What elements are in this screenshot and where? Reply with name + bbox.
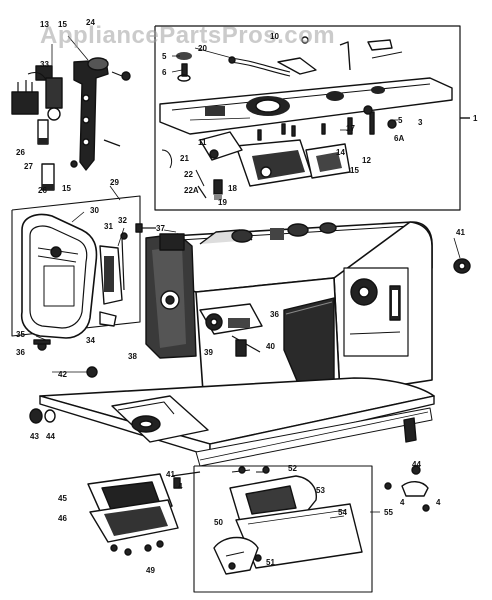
callout-34: 34 bbox=[86, 336, 95, 345]
callout-10: 10 bbox=[270, 32, 279, 41]
callout-12: 12 bbox=[362, 156, 371, 165]
loose-parts-top-left bbox=[11, 57, 131, 191]
callout-44-right: 44 bbox=[412, 460, 421, 469]
callout-14: 14 bbox=[336, 148, 345, 157]
callout-45: 45 bbox=[58, 494, 67, 503]
callout-41-right: 41 bbox=[456, 228, 465, 237]
callout-4-bottom-far: 4 bbox=[436, 498, 441, 507]
callout-11: 11 bbox=[198, 138, 207, 147]
callout-52: 52 bbox=[288, 464, 297, 473]
machine-head-body bbox=[135, 221, 471, 407]
callout-26-top: 26 bbox=[16, 148, 25, 157]
callout-35: 35 bbox=[16, 330, 25, 339]
callout-15-top: 15 bbox=[58, 20, 67, 29]
machine-bed bbox=[39, 366, 435, 467]
top-assembly-bracket bbox=[154, 25, 461, 211]
callout-53: 53 bbox=[316, 486, 325, 495]
callout-24: 24 bbox=[86, 18, 95, 27]
callout-30: 30 bbox=[90, 206, 99, 215]
callout-15-box: 15 bbox=[350, 166, 359, 175]
face-cover-assembly-group bbox=[11, 195, 141, 351]
top-cover-assembly-group bbox=[154, 25, 470, 211]
motor-belt-guard bbox=[73, 59, 109, 171]
callout-13: 13 bbox=[40, 20, 49, 29]
callout-46: 46 bbox=[58, 514, 67, 523]
callout-18: 18 bbox=[228, 184, 237, 193]
callout-41-bottom: 41 bbox=[166, 470, 175, 479]
callout-37: 37 bbox=[156, 224, 165, 233]
callout-4-bottom-right: 4 bbox=[400, 498, 405, 507]
callout-40: 40 bbox=[266, 342, 275, 351]
callout-50: 50 bbox=[214, 518, 223, 527]
callout-49: 49 bbox=[146, 566, 155, 575]
callout-15-left: 15 bbox=[62, 184, 71, 193]
callout-5-right: 5 bbox=[398, 116, 403, 125]
callout-54: 54 bbox=[338, 508, 347, 517]
callout-27: 27 bbox=[24, 162, 33, 171]
callout-32: 32 bbox=[118, 216, 127, 225]
callout-55: 55 bbox=[384, 508, 393, 517]
callout-33: 33 bbox=[40, 60, 49, 69]
callout-36-right: 36 bbox=[270, 310, 279, 319]
callout-51: 51 bbox=[266, 558, 275, 567]
callout-22a: 22A bbox=[184, 186, 199, 195]
callout-5-top: 5 bbox=[162, 52, 167, 61]
callout-17: 17 bbox=[346, 124, 355, 133]
lower-left-parts bbox=[29, 408, 201, 556]
callout-43: 43 bbox=[30, 432, 39, 441]
leader-lines bbox=[35, 35, 461, 519]
callout-19: 19 bbox=[218, 198, 227, 207]
callout-44-left: 44 bbox=[46, 432, 55, 441]
callout-38: 38 bbox=[128, 352, 137, 361]
callout-20: 20 bbox=[198, 44, 207, 53]
callout-22: 22 bbox=[184, 170, 193, 179]
callout-6: 6 bbox=[162, 68, 167, 77]
callout-36-left: 36 bbox=[16, 348, 25, 357]
callout-29: 29 bbox=[110, 178, 119, 187]
callout-31: 31 bbox=[104, 222, 113, 231]
callout-42: 42 bbox=[58, 370, 67, 379]
callout-26-bottom: 26 bbox=[38, 186, 47, 195]
underside-cover-group bbox=[193, 465, 430, 593]
callout-6a: 6A bbox=[394, 134, 405, 143]
callout-3: 3 bbox=[418, 118, 423, 127]
callout-4-bottom-left: 4 bbox=[178, 482, 183, 491]
tension-spring bbox=[229, 57, 291, 77]
callout-21-box: 21 bbox=[180, 154, 189, 163]
callout-1: 1 bbox=[473, 114, 478, 123]
callout-39: 39 bbox=[204, 348, 213, 357]
